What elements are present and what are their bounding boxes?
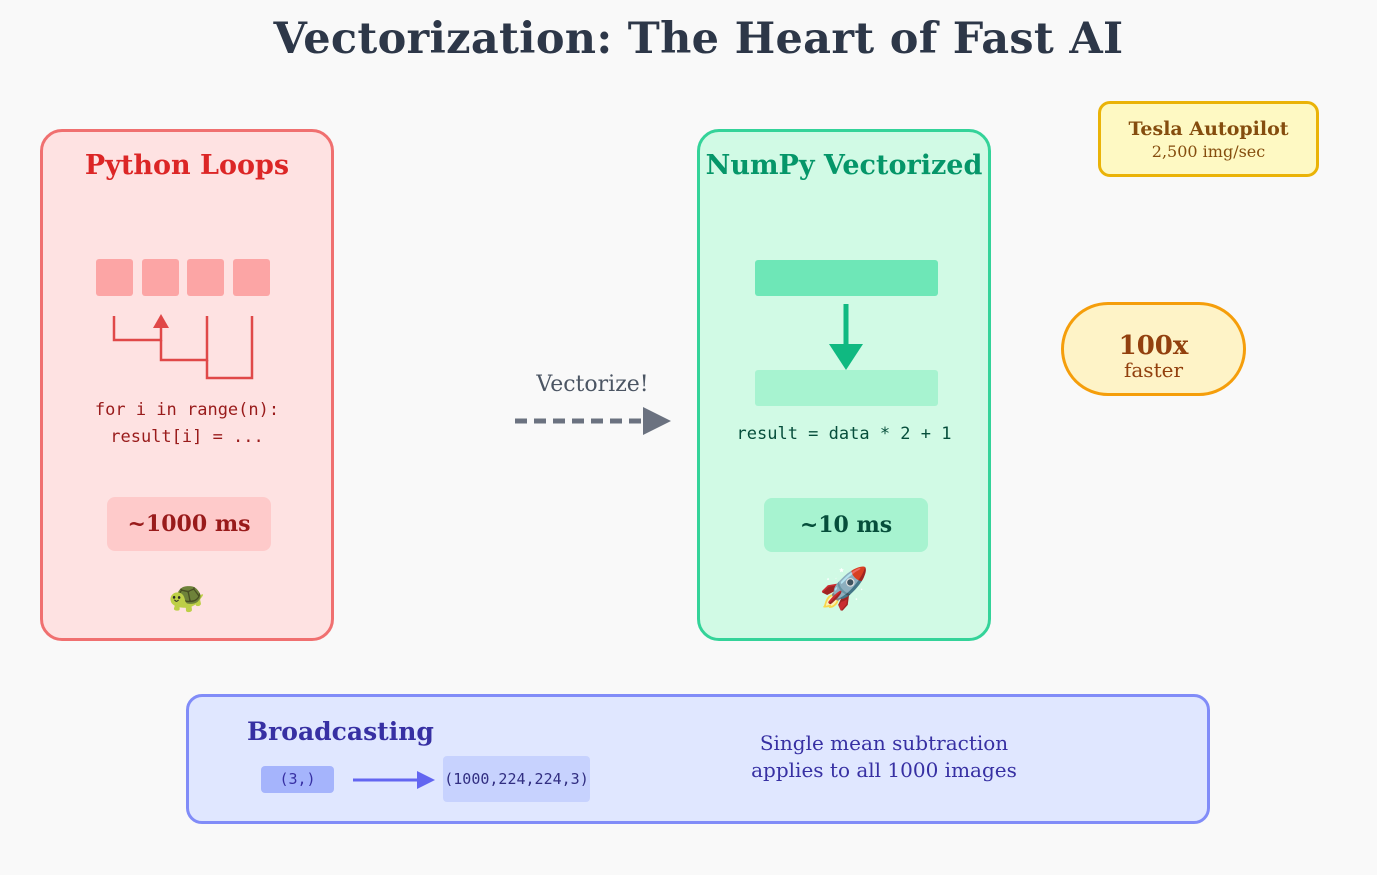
numpy-time-badge: ~10 ms xyxy=(764,498,928,552)
turtle-icon: 🐢 xyxy=(168,580,206,615)
speedup-value: 100x xyxy=(1118,331,1189,361)
rocket-icon: 🚀 xyxy=(819,566,869,612)
loop-connector xyxy=(205,316,254,380)
loop-iteration-arrows xyxy=(112,314,254,380)
speedup-badge: 100x faster xyxy=(1061,302,1246,396)
arrowhead-icon xyxy=(417,771,435,789)
page-title: Vectorization: The Heart of Fast AI xyxy=(273,14,1124,64)
large-shape-box: (1000,224,224,3) xyxy=(443,756,590,802)
vectorize-label: Vectorize! xyxy=(536,372,649,397)
tesla-autopilot-badge: Tesla Autopilot 2,500 img/sec xyxy=(1098,101,1319,177)
vector-op-arrow xyxy=(829,304,863,370)
loop-connector xyxy=(112,316,163,342)
element-box xyxy=(187,259,224,296)
python-panel-title: Python Loops xyxy=(84,150,290,181)
loop-connector xyxy=(159,316,209,362)
python-time-badge: ~1000 ms xyxy=(107,497,271,551)
broadcasting-title: Broadcasting xyxy=(247,717,434,746)
arrowhead-icon xyxy=(829,344,863,370)
python-loops-panel: Python Loops for i in range(n): result[i… xyxy=(40,129,334,641)
code-line: for i in range(n): xyxy=(94,400,280,420)
code-line: result[i] = ... xyxy=(110,427,264,447)
python-loop-code: for i in range(n): result[i] = ... xyxy=(43,397,331,451)
numpy-panel-title: NumPy Vectorized xyxy=(705,150,983,181)
desc-line: Single mean subtraction xyxy=(759,731,1009,755)
arrowhead-icon xyxy=(643,407,671,435)
vectorize-arrow xyxy=(515,407,671,435)
tesla-name: Tesla Autopilot xyxy=(1128,118,1289,140)
speedup-unit: faster xyxy=(1123,358,1184,382)
output-array-bar xyxy=(755,370,938,406)
broadcasting-description: Single mean subtraction applies to all 1… xyxy=(724,730,1044,784)
broadcast-arrow xyxy=(353,771,435,789)
desc-line: applies to all 1000 images xyxy=(751,758,1017,782)
tesla-rate: 2,500 img/sec xyxy=(1151,142,1266,161)
broadcasting-panel: Broadcasting (3,) (1000,224,224,3) Singl… xyxy=(186,694,1210,824)
small-shape-box: (3,) xyxy=(261,766,334,793)
input-array-bar xyxy=(755,260,938,296)
numpy-vectorized-panel: NumPy Vectorized result = data * 2 + 1 ~… xyxy=(697,129,991,641)
element-box xyxy=(233,259,270,296)
numpy-code: result = data * 2 + 1 xyxy=(736,424,952,444)
loop-arrowhead xyxy=(153,314,169,328)
element-box xyxy=(142,259,179,296)
element-box xyxy=(96,259,133,296)
